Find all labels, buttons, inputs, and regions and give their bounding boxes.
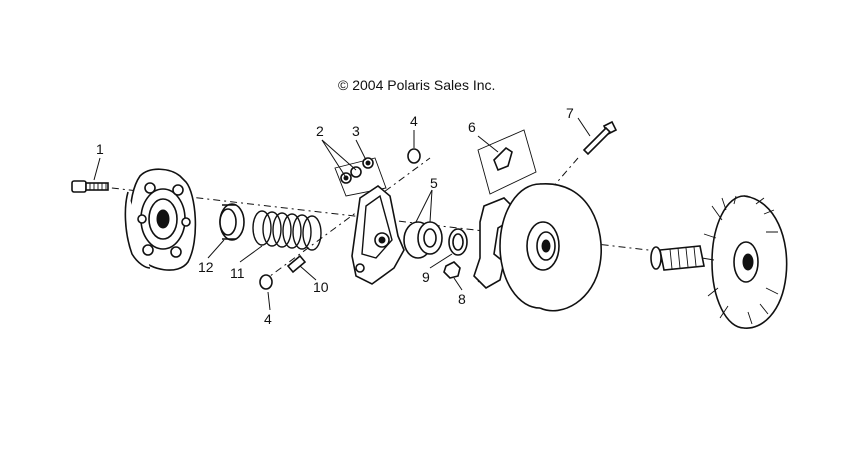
callout-12: 12 xyxy=(198,259,214,275)
callout-4-top: 4 xyxy=(410,113,418,129)
clip-part-6 xyxy=(477,129,537,195)
bolt-part-7 xyxy=(582,120,618,156)
callout-9: 9 xyxy=(422,269,430,285)
spider-bracket xyxy=(351,185,405,285)
roller-part-4-bottom xyxy=(259,274,273,290)
callout-4-bottom: 4 xyxy=(264,311,272,327)
bolt-part-1 xyxy=(71,180,109,193)
moveable-sheave xyxy=(473,183,602,312)
callout-11: 11 xyxy=(230,265,245,281)
stationary-sheave-shaft xyxy=(650,195,788,329)
roller-part-4-top xyxy=(407,148,421,164)
callout-3: 3 xyxy=(352,123,360,139)
leader-lines xyxy=(93,117,591,311)
callout-7: 7 xyxy=(566,105,574,121)
washer-part-9 xyxy=(448,228,468,256)
bearing-part-5 xyxy=(403,221,443,259)
callout-2: 2 xyxy=(316,123,324,139)
copyright-text: © 2004 Polaris Sales Inc. xyxy=(338,77,495,93)
callout-1: 1 xyxy=(96,141,104,157)
screw-washer-group-2-3 xyxy=(334,157,387,197)
callout-10: 10 xyxy=(313,279,329,295)
pin-axis xyxy=(261,157,431,283)
nut-part-8 xyxy=(443,261,461,279)
bushing-part-12 xyxy=(219,203,245,241)
callout-5: 5 xyxy=(430,175,438,191)
callout-6: 6 xyxy=(468,119,476,135)
pin-part-10 xyxy=(286,254,307,274)
cover-housing xyxy=(124,168,197,271)
spring-part-11 xyxy=(252,210,322,251)
bolt-axis xyxy=(551,157,579,189)
callout-8: 8 xyxy=(458,291,466,307)
